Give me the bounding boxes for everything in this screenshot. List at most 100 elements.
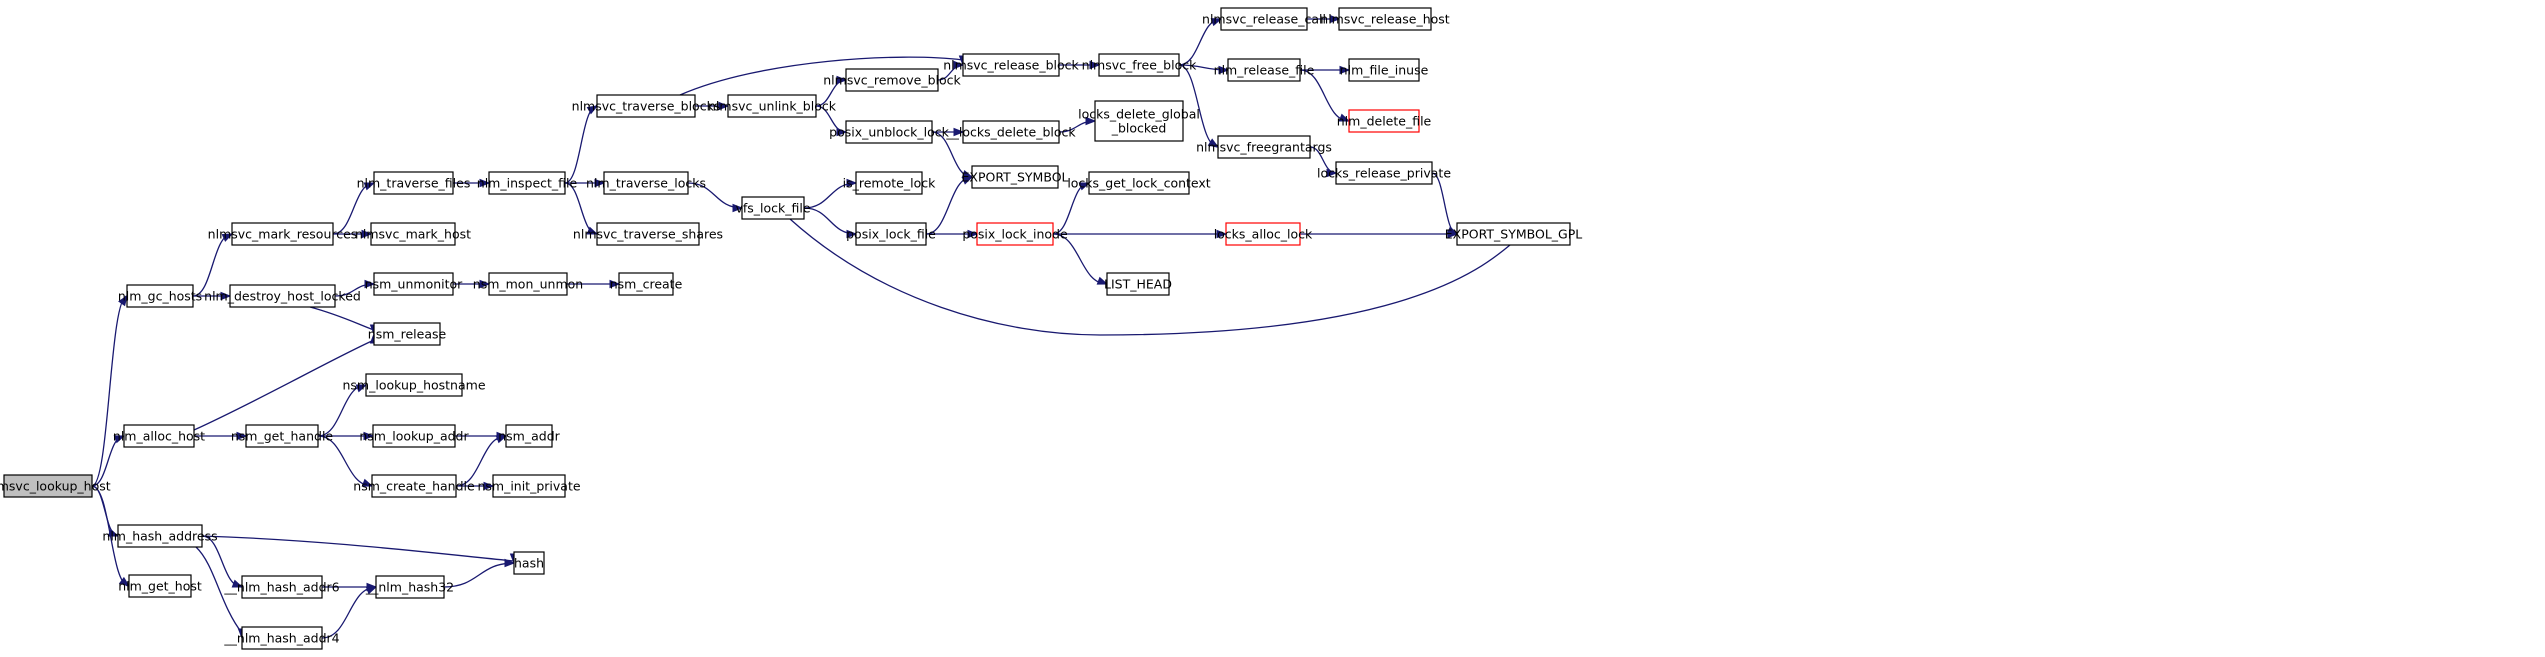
node-hash[interactable]: hash: [513, 551, 545, 575]
node-nlmsvc-traverse-blocks[interactable]: nlmsvc_traverse_blocks: [572, 94, 721, 118]
node-posix-lock-inode[interactable]: posix_lock_inode: [962, 222, 1068, 246]
node-posix-unblock-lock[interactable]: posix_unblock_lock: [829, 120, 950, 144]
node-nsm-create[interactable]: nsm_create: [610, 272, 683, 296]
call-edge-posix_lock_inode-to-locks_get_lock_context: [1052, 182, 1091, 235]
call-edge-nsm_unmonitor-to-nsm_mon_unmon: [453, 279, 491, 289]
node-nsm-unmonitor[interactable]: nsm_unmonitor: [365, 272, 463, 296]
arrowhead: [1089, 60, 1101, 70]
node-locks-delete-global-blocked[interactable]: locks_delete_global_blocked: [1078, 100, 1200, 142]
node-nlm-gc-hosts[interactable]: nlm_gc_hosts: [118, 284, 202, 308]
node-label: nlm_delete_file: [1337, 114, 1432, 129]
node-nlm-hash-addr4[interactable]: __nlm_hash_addr4: [223, 626, 340, 650]
node-nsm-lookup-addr[interactable]: nsm_lookup_addr: [359, 424, 469, 448]
node-nlmsvc-mark-host[interactable]: nlmsvc_mark_host: [355, 222, 471, 246]
call-edge-vfs_lock_file-to-is_remote_lock: [803, 178, 858, 209]
node-nlmsvc-mark-resources[interactable]: nlmsvc_mark_resources: [208, 222, 358, 246]
node-nlm-alloc-host[interactable]: nlm_alloc_host: [113, 424, 205, 448]
node-locks-delete-block[interactable]: __locks_delete_block: [945, 120, 1076, 144]
node-nsm-get-handle[interactable]: nsm_get_handle: [231, 424, 334, 448]
call-edge-nlm_gc_hosts-to-nlmsvc_mark_resources: [192, 233, 234, 297]
node-label: nlm_alloc_host: [113, 429, 205, 444]
node-is-remote-lock[interactable]: is_remote_lock: [843, 171, 936, 195]
node-nlmsvc-release-call[interactable]: nlmsvc_release_call: [1202, 7, 1326, 31]
node-box: [1098, 53, 1180, 77]
node-label: nsm_create_handle: [353, 479, 475, 494]
node-nlmsvc-freegrantargs[interactable]: nlmsvc_freegrantargs: [1196, 135, 1332, 159]
call-edge-nsm_get_handle-to-nsm_lookup_hostname: [317, 384, 368, 437]
node-box: [1335, 161, 1433, 185]
node-EXPORT-SYMBOL[interactable]: EXPORT_SYMBOL: [961, 165, 1069, 189]
node-label: nlm_hash_address: [102, 529, 217, 544]
call-edge-nlm_inspect_file-to-nlmsvc_traverse_shares: [564, 182, 599, 235]
node-LIST-HEAD[interactable]: LIST_HEAD: [1104, 272, 1172, 296]
node-nlm-hash-addr6[interactable]: __nlm_hash_addr6: [223, 575, 340, 599]
call-edge-posix_lock_file-to-EXPORT_SYMBOL: [925, 176, 974, 235]
node-nlm-delete-file[interactable]: nlm_delete_file: [1337, 109, 1432, 133]
node-nlmsvc-free-block[interactable]: nlmsvc_free_block: [1082, 53, 1197, 77]
call-edge-nlmsvc_freegrantargs-to-locks_release_private: [1309, 146, 1338, 178]
node-locks-alloc-lock[interactable]: locks_alloc_lock: [1214, 222, 1313, 246]
node-vfs-lock-file[interactable]: vfs_lock_file: [735, 196, 811, 220]
node-label: posix_unblock_lock: [829, 125, 949, 140]
node-label: nlmsvc_release_block: [943, 58, 1079, 73]
node-nlm-get-host[interactable]: nlm_get_host: [118, 574, 202, 598]
node-label: nlmsvc_remove_block: [823, 73, 961, 88]
node-nlmsvc-traverse-shares[interactable]: nlmsvc_traverse_shares: [573, 222, 723, 246]
node-locks-release-private[interactable]: locks_release_private: [1317, 161, 1451, 185]
call-edge-nlm_traverse_files-to-nlm_inspect_file: [453, 178, 491, 188]
call-edge-nlmsvc_mark_resources-to-nlmsvc_mark_host: [333, 229, 373, 239]
arrowhead: [1339, 65, 1351, 75]
node-label: nlmsvc_release_call: [1202, 12, 1326, 27]
arrowhead: [361, 229, 373, 239]
node-box: [513, 551, 545, 575]
arrowhead: [961, 176, 974, 185]
node-nsm-release[interactable]: nsm_release: [368, 322, 447, 346]
call-edge-nlm_hash_address-to-hash: [201, 535, 519, 565]
node-nsm-lookup-hostname[interactable]: nsm_lookup_hostname: [342, 373, 486, 397]
node-box: [488, 272, 568, 296]
arrowhead: [1207, 138, 1220, 148]
node-nlmsvc-release-block[interactable]: nlmsvc_release_block: [943, 53, 1080, 77]
node-nsm-init-private[interactable]: nsm_init_private: [477, 474, 581, 498]
node-nlmsvc-remove-block[interactable]: nlmsvc_remove_block: [823, 68, 961, 92]
node-box: [241, 626, 323, 650]
call-edge-locks_alloc_lock-to-EXPORT_SYMBOL_GPL: [1300, 229, 1459, 239]
node-posix-lock-file[interactable]: posix_lock_file: [846, 222, 936, 246]
node-nlm-destroy-host-locked[interactable]: nlm_destroy_host_locked: [204, 284, 361, 308]
call-edge-nlm_hash32-to-hash: [443, 558, 516, 588]
arrowhead: [586, 226, 599, 235]
node-EXPORT-SYMBOL-GPL[interactable]: EXPORT_SYMBOL_GPL: [1445, 222, 1582, 246]
node-nsm-mon-unmon[interactable]: nsm_mon_unmon: [473, 272, 583, 296]
node-nlmsvc-unlink-block[interactable]: nlmsvc_unlink_block: [708, 94, 837, 118]
node-label: vfs_lock_file: [735, 201, 810, 216]
node-locks-get-lock-context[interactable]: locks_get_lock_context: [1067, 171, 1211, 195]
node-label: nsm_mon_unmon: [473, 277, 583, 292]
node-nlm-file-inuse[interactable]: nlm_file_inuse: [1340, 58, 1429, 82]
arrowhead: [594, 178, 606, 188]
call-edge-posix_unblock_lock-to-EXPORT_SYMBOL: [931, 131, 974, 178]
node-nlm-inspect-file[interactable]: nlm_inspect_file: [477, 171, 578, 195]
node-label: __nlm_hash_addr6: [223, 580, 339, 595]
arrowhead: [1085, 116, 1097, 126]
node-label: nsm_lookup_addr: [359, 429, 469, 444]
node-nlm-release-file[interactable]: nlm_release_file: [1214, 58, 1315, 82]
node-box: [741, 196, 805, 220]
call-edge-nlmsvc_free_block-to-nlmsvc_release_call: [1178, 18, 1223, 66]
node-nlmsvc-lookup-host[interactable]: nlmsvc_lookup_host: [0, 474, 111, 498]
node-box: [962, 120, 1060, 144]
node-nlm-hash32[interactable]: __nlm_hash32: [365, 575, 454, 599]
node-nlm-traverse-files[interactable]: nlm_traverse_files: [357, 171, 471, 195]
node-label: locks_delete_global: [1078, 107, 1200, 122]
node-nlm-hash-address[interactable]: nlm_hash_address: [102, 524, 218, 548]
arrowhead: [1326, 168, 1338, 178]
node-label: is_remote_lock: [843, 176, 936, 191]
call-edge-nlmsvc_lookup_host-to-nlm_gc_hosts: [91, 294, 128, 487]
node-nsm-create-handle[interactable]: nsm_create_handle: [353, 474, 475, 498]
node-nlmsvc-release-host[interactable]: nlmsvc_release_host: [1320, 7, 1450, 31]
call-edge-nsm_create_handle-to-nsm_init_private: [456, 481, 495, 491]
call-edge-locks_delete_block-to-locks_delete_global_blocked: [1058, 116, 1097, 133]
node-nlm-traverse-locks[interactable]: nlm_traverse_locks: [586, 171, 706, 195]
arrowhead: [236, 431, 248, 441]
arrowhead: [718, 101, 730, 111]
node-nsm-addr[interactable]: nsm_addr: [498, 424, 561, 448]
